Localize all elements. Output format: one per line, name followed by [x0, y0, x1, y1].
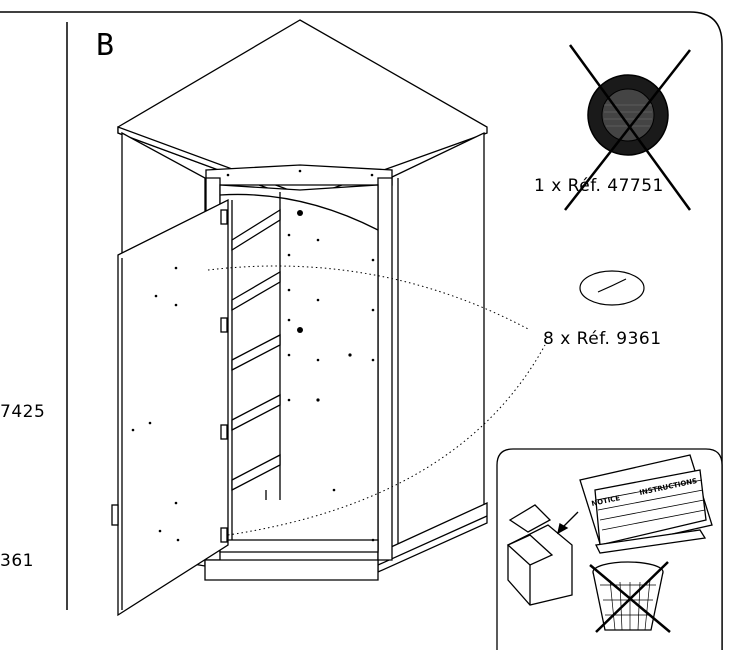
- disc-part-icon: [564, 44, 692, 211]
- disc-part-ref: 1 x Réf. 47751: [534, 176, 664, 196]
- left-part-ref-a: 7425: [0, 402, 46, 422]
- leader-lines: [207, 265, 546, 536]
- notice-box: [496, 448, 723, 650]
- hole-dots: [131, 169, 375, 542]
- cap-part-ref: 8 x Réf. 9361: [543, 329, 662, 349]
- left-part-ref-b: 361: [0, 551, 34, 571]
- page-frame: [0, 11, 723, 650]
- corner-wardrobe-drawing: [111, 19, 488, 617]
- cap-part-icon: [579, 270, 645, 306]
- step-letter: B: [96, 28, 115, 63]
